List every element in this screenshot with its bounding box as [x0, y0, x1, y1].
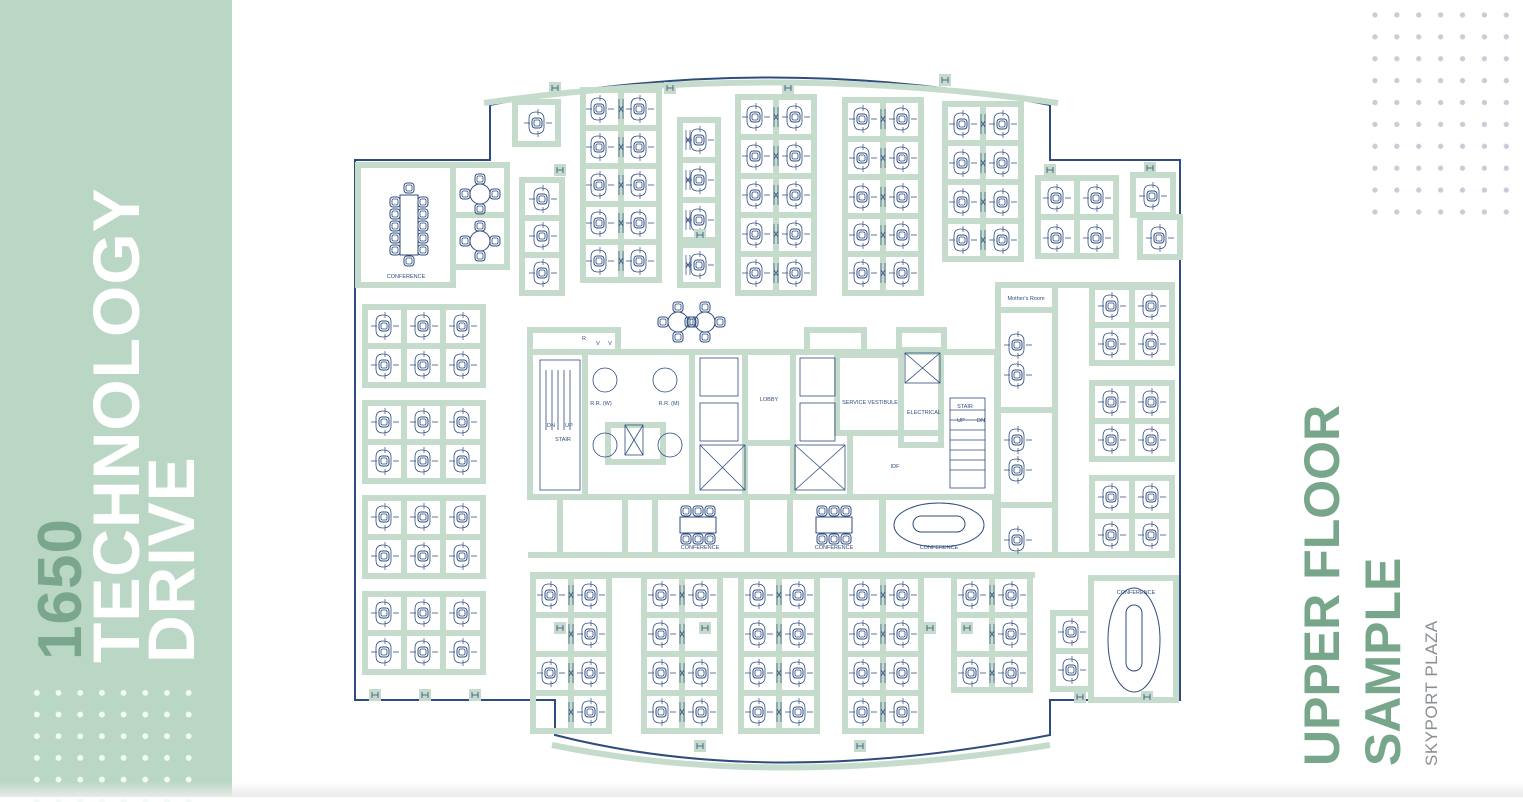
interior-walls	[355, 87, 1183, 734]
label-conference-core-2: CONFERENCE	[815, 545, 854, 551]
label-stair-east-up: UP	[957, 418, 965, 424]
label-closet-v2: V	[608, 341, 612, 347]
label-restroom-w: R.R. (W)	[590, 401, 612, 407]
room-labels: CONFERENCE R.R. (W) R.R. (M) STAIR DN UP…	[387, 274, 1156, 596]
label-electrical: ELECTRICAL	[907, 410, 941, 416]
label-closet-r: R	[582, 336, 586, 342]
label-stair-east-dn: DN	[977, 418, 985, 424]
label-conference-nw: CONFERENCE	[387, 274, 426, 280]
core-details	[539, 352, 986, 491]
label-conference-core-3: CONFERENCE	[920, 545, 959, 551]
label-stair-west-up: UP	[565, 423, 573, 429]
dot-pattern-right	[1360, 0, 1523, 230]
brand-band	[0, 0, 232, 802]
label-idf: IDF	[891, 464, 901, 470]
label-service-vestibule: SERVICE VESTIBULE	[842, 400, 898, 406]
label-conference-se: CONFERENCE	[1117, 590, 1156, 596]
label-restroom-m: R.R. (M)	[659, 401, 680, 407]
label-conference-core-1: CONFERENCE	[681, 545, 720, 551]
label-mothers-room: Mother's Room	[1007, 296, 1045, 302]
bottom-shadow	[0, 782, 1523, 797]
label-lobby: LOBBY	[760, 397, 779, 403]
label-stair-east: STAIR	[957, 404, 973, 410]
label-stair-west: STAIR	[555, 437, 571, 443]
label-stair-west-dn: DN	[547, 423, 555, 429]
label-closet-v1: V	[596, 341, 600, 347]
conference-furniture	[389, 174, 1161, 693]
